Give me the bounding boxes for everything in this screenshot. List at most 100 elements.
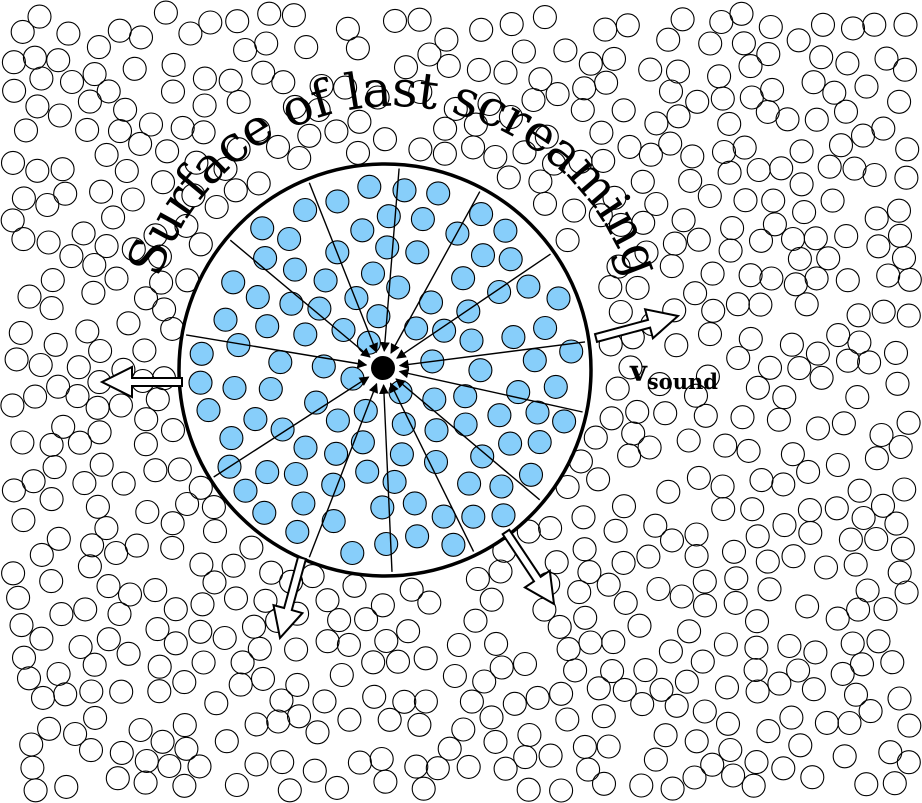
gas-particle bbox=[855, 75, 878, 98]
gas-particle bbox=[72, 222, 95, 245]
gas-particle bbox=[347, 141, 370, 164]
gas-particle bbox=[865, 207, 888, 230]
gas-particle bbox=[378, 708, 401, 731]
gas-particle bbox=[418, 591, 441, 614]
gas-particle bbox=[622, 422, 645, 445]
hot-particle bbox=[390, 443, 413, 466]
hot-particle bbox=[223, 377, 246, 400]
gas-particle bbox=[855, 773, 878, 796]
gas-particle bbox=[626, 276, 649, 299]
gas-particle bbox=[685, 730, 708, 753]
gas-particle bbox=[848, 479, 871, 502]
gas-particle bbox=[678, 620, 701, 643]
gas-particle bbox=[234, 39, 257, 62]
gas-particle bbox=[888, 561, 911, 584]
gas-particle bbox=[248, 637, 271, 660]
gas-particle bbox=[326, 776, 349, 799]
hot-particle bbox=[460, 329, 483, 352]
gas-particle bbox=[191, 593, 214, 616]
gas-particle bbox=[414, 690, 437, 713]
gas-particle bbox=[188, 755, 211, 778]
gas-particle bbox=[199, 11, 222, 34]
gas-particle bbox=[788, 247, 811, 270]
hot-particle bbox=[442, 533, 465, 556]
gas-particle bbox=[316, 589, 339, 612]
gas-particle bbox=[789, 734, 812, 757]
gas-particle bbox=[898, 714, 921, 737]
gas-particle bbox=[64, 723, 87, 746]
gas-particle bbox=[443, 665, 466, 688]
hot-particle bbox=[246, 286, 269, 309]
gas-particle bbox=[144, 459, 167, 482]
gas-particle bbox=[271, 751, 294, 774]
gas-particle bbox=[714, 633, 737, 656]
gas-particle bbox=[852, 507, 875, 530]
gas-particle bbox=[303, 759, 326, 782]
hot-particle bbox=[462, 505, 485, 528]
gas-particle bbox=[173, 774, 196, 797]
gas-particle bbox=[95, 517, 118, 540]
gas-particle bbox=[893, 478, 916, 501]
gas-particle bbox=[875, 47, 898, 70]
gas-particle bbox=[699, 323, 722, 346]
gas-particle bbox=[405, 755, 428, 778]
hot-particle bbox=[332, 319, 355, 342]
hot-particle bbox=[405, 317, 428, 340]
hot-particle bbox=[458, 472, 481, 495]
gas-particle bbox=[134, 771, 157, 794]
gas-particle bbox=[67, 356, 90, 379]
gas-particle bbox=[76, 118, 99, 141]
gas-particle bbox=[750, 229, 773, 252]
gas-particle bbox=[823, 81, 846, 104]
gas-particle bbox=[606, 377, 629, 400]
hot-particle bbox=[411, 208, 434, 231]
gas-particle bbox=[865, 447, 888, 470]
gas-particle bbox=[43, 456, 66, 479]
gas-particle bbox=[503, 692, 526, 715]
gas-particle bbox=[568, 581, 591, 604]
gas-particle bbox=[815, 556, 838, 579]
gas-particle bbox=[457, 755, 480, 778]
gas-particle bbox=[749, 293, 772, 316]
gas-particle bbox=[772, 757, 795, 780]
gas-particle bbox=[73, 472, 96, 495]
gas-particle bbox=[665, 334, 688, 357]
gas-particle bbox=[83, 254, 106, 277]
gas-particle bbox=[336, 17, 359, 40]
gas-particle bbox=[288, 705, 311, 728]
gas-particle bbox=[746, 525, 769, 548]
gas-particle bbox=[716, 676, 739, 699]
gas-particle bbox=[119, 583, 142, 606]
gas-particle bbox=[110, 680, 133, 703]
gas-particle bbox=[885, 512, 908, 535]
gas-particle bbox=[1, 394, 24, 417]
gas-particle bbox=[895, 166, 918, 189]
gas-particle bbox=[798, 499, 821, 522]
gas-particle bbox=[733, 136, 756, 159]
hot-particle bbox=[278, 228, 301, 251]
gas-particle bbox=[806, 342, 829, 365]
gas-particle bbox=[872, 300, 895, 323]
gas-particle bbox=[790, 173, 813, 196]
gas-particle bbox=[255, 32, 278, 55]
gas-particle bbox=[135, 287, 158, 310]
gas-particle bbox=[162, 419, 185, 442]
gas-particle bbox=[843, 157, 866, 180]
gas-particle bbox=[219, 69, 242, 92]
expansion-arrow-upper-right bbox=[595, 309, 678, 342]
hot-particle bbox=[469, 359, 492, 382]
hot-particle bbox=[356, 460, 379, 483]
gas-particle bbox=[23, 46, 46, 69]
hot-particle bbox=[351, 431, 374, 454]
gas-particle bbox=[514, 746, 537, 769]
hot-particle bbox=[377, 205, 400, 228]
gas-particle bbox=[447, 634, 470, 657]
gas-particle bbox=[408, 713, 431, 736]
gas-particle bbox=[7, 586, 30, 609]
gas-particle bbox=[222, 554, 245, 577]
hot-particle bbox=[375, 533, 398, 556]
hot-particle bbox=[280, 292, 303, 315]
gas-particle bbox=[164, 598, 187, 621]
gas-particle bbox=[355, 608, 378, 631]
gas-particle bbox=[328, 609, 351, 632]
